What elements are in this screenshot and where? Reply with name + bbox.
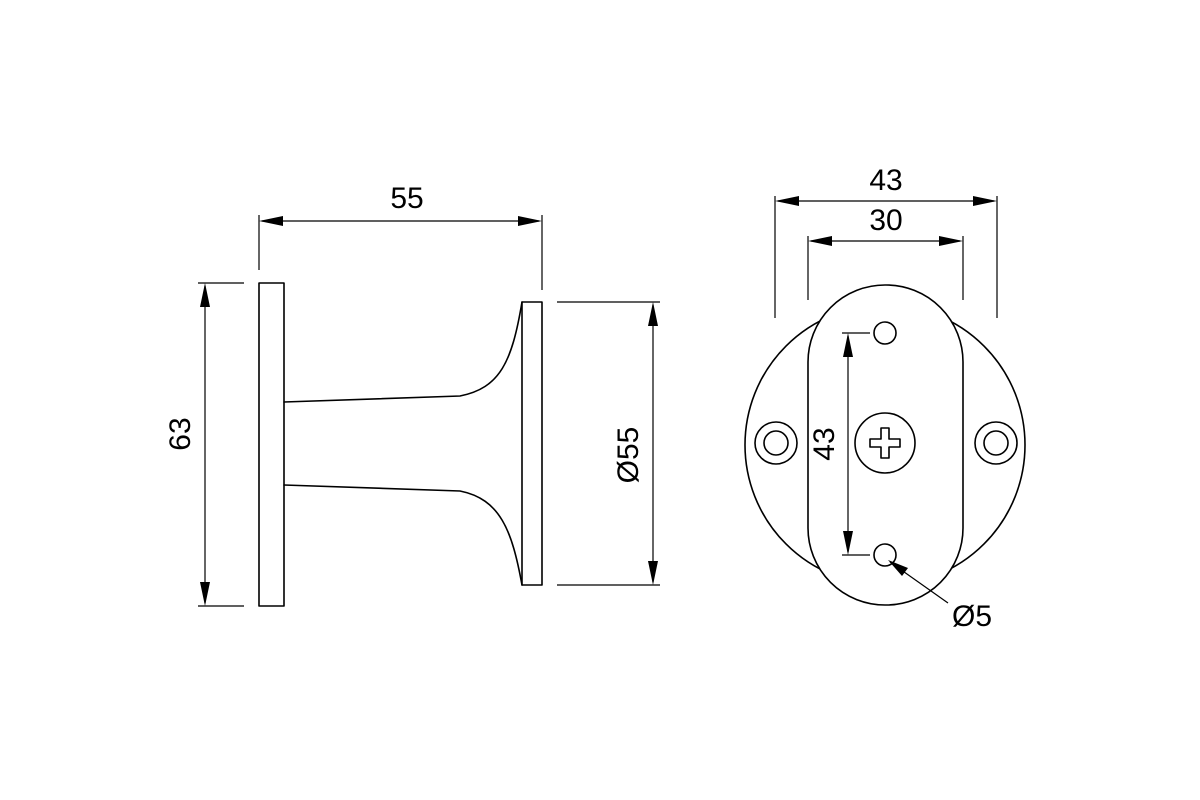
- arrow-head: [518, 216, 542, 226]
- phillips-screw-icon: [854, 412, 916, 474]
- inner-width-dim-label: 30: [869, 204, 902, 237]
- left-screw-hole: [754, 421, 798, 465]
- outer-width-dim-label: 43: [869, 164, 902, 197]
- height-dim-label: 63: [164, 417, 197, 450]
- hook-stem-top-edge: [283, 301, 523, 403]
- arrow-head: [973, 196, 997, 206]
- arrow-head: [939, 236, 963, 246]
- arrow-head: [888, 560, 908, 576]
- width-dim-label: 55: [390, 182, 423, 215]
- wall-plate: [258, 282, 285, 607]
- oval-mounting-plate: [807, 284, 964, 606]
- hole-diameter-dim-label: Ø5: [952, 600, 992, 633]
- arrow-head: [775, 196, 799, 206]
- diameter-dim-label: Ø55: [612, 427, 645, 484]
- end-disc: [521, 301, 543, 586]
- arrow-head: [200, 283, 210, 307]
- bottom-hole: [873, 543, 897, 567]
- arrow-head: [808, 236, 832, 246]
- hook-stem-bottom-edge: [283, 484, 523, 586]
- arrow-head: [200, 582, 210, 606]
- side-view: 55 63 Ø55: [164, 182, 660, 607]
- right-screw-hole: [974, 421, 1018, 465]
- arrow-head: [648, 561, 658, 585]
- arrow-head: [843, 531, 853, 555]
- arrow-head: [843, 333, 853, 357]
- arrow-head: [259, 216, 283, 226]
- arrow-head: [648, 302, 658, 326]
- top-hole: [873, 321, 897, 345]
- front-view: 43 30 43 Ø5: [744, 164, 1026, 633]
- hole-spacing-dim-label: 43: [808, 427, 841, 460]
